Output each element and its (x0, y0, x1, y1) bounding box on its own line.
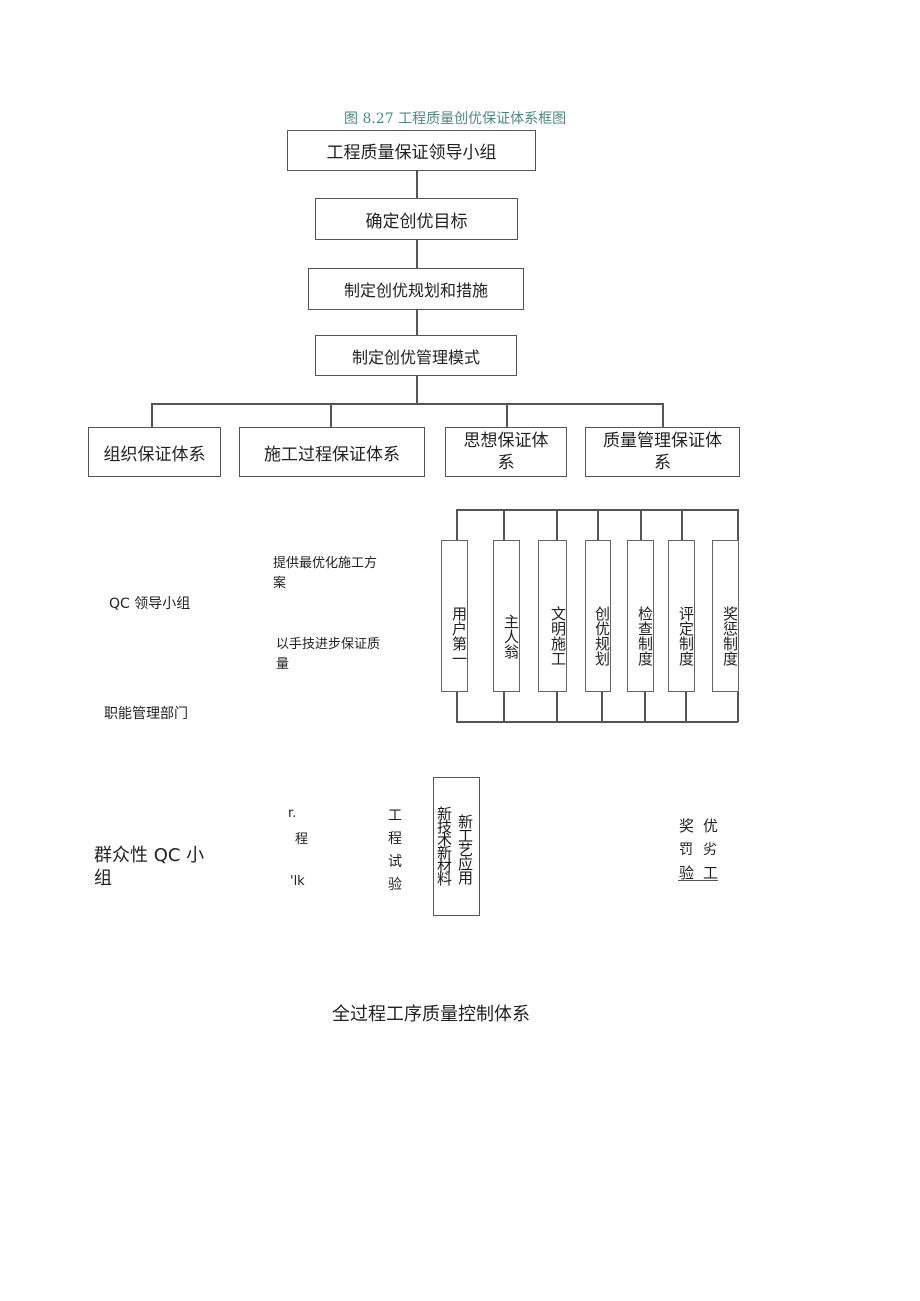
org-system-label: 组织保证体系 (103, 444, 206, 465)
new-tech-label-b: 新工艺应用 (456, 814, 474, 884)
bracket-left-bottom (456, 692, 458, 722)
vertical-item-civilized-construction: 文明施工 (538, 540, 567, 692)
branch-drop (151, 403, 153, 427)
connector (416, 310, 418, 335)
branch-drop (330, 403, 332, 427)
test-col-cheng: 程 (388, 831, 402, 847)
thought-system-label-1: 思想保证体 (463, 431, 549, 451)
vertical-item-label: 检查制度 (636, 606, 654, 666)
reward-col2-1: 劣 (703, 842, 717, 858)
vertical-item-evaluation: 评定制度 (668, 540, 695, 692)
connector (556, 692, 558, 722)
fragment-r: r. (288, 806, 297, 821)
vertical-item-inspection: 检查制度 (627, 540, 654, 692)
reward-col1-1: 罚 (679, 842, 693, 858)
construction-system-box: 施工过程保证体系 (239, 427, 425, 477)
connector (416, 376, 418, 403)
connector (503, 509, 505, 540)
fragment-lk: 'lk (290, 874, 305, 889)
branch-line (151, 403, 663, 405)
vertical-item-label: 评定制度 (677, 606, 695, 666)
new-tech-label-a: 新技术新材料 (435, 806, 453, 884)
vertical-item-ownership: 主人翁 (493, 540, 520, 692)
plan-label: 制定创优规划和措施 (343, 281, 488, 300)
mode-box: 制定创优管理模式 (315, 335, 517, 376)
vertical-item-user-first: 用户第一 (441, 540, 468, 692)
leader-group-label: 工程质量保证领导小组 (326, 143, 497, 163)
figure-caption: 图 8.27 工程质量创优保证体系框图 (344, 111, 567, 127)
vertical-item-label: 奖惩制度 (721, 606, 739, 666)
reward-col1-0: 奖 (679, 817, 695, 835)
test-col-yan: 验 (388, 877, 402, 893)
thought-system-label-2: 系 (497, 453, 515, 473)
mode-label: 制定创优管理模式 (351, 347, 480, 367)
quality-system-box: 质量管理保证体 系 (585, 427, 740, 477)
bracket-right-bottom (737, 692, 739, 722)
vertical-item-label: 文明施工 (549, 606, 567, 666)
optimize-note-line2: 案 (273, 576, 287, 591)
connector (601, 692, 603, 722)
test-col-shi: 试 (388, 854, 402, 870)
connector (681, 509, 683, 540)
plan-box: 制定创优规划和措施 (308, 268, 524, 310)
connector (416, 171, 418, 198)
bracket-right-top (737, 509, 739, 540)
vertical-item-label: 主人翁 (502, 613, 520, 659)
new-tech-box: 新工艺应用 新技术新材料 (433, 777, 480, 916)
quality-system-label-1: 质量管理保证体 (603, 431, 722, 451)
bracket-bottom (456, 721, 738, 723)
qc-leader-group: QC 领导小组 (109, 596, 191, 612)
vertical-item-label: 用户第一 (450, 606, 468, 666)
test-col-gong: 工 (388, 808, 402, 824)
reward-col1-2: 验 (679, 864, 695, 882)
reward-col2-2: 工 (703, 864, 719, 882)
construction-system-label: 施工过程保证体系 (264, 444, 400, 465)
leader-group-box: 工程质量保证领导小组 (287, 130, 536, 171)
connector (685, 692, 687, 722)
mass-qc-group-line2: 组 (94, 868, 112, 889)
mass-qc-group-line1: 群众性 QC 小 (94, 845, 205, 866)
functional-dept: 职能管理部门 (104, 706, 188, 722)
tech-note-line2: 量 (276, 657, 290, 672)
quality-system-label-2: 系 (654, 453, 671, 473)
bracket-left-top (456, 509, 458, 540)
goal-box: 确定创优目标 (315, 198, 518, 240)
branch-drop (506, 403, 508, 427)
connector (503, 692, 505, 722)
org-system-box: 组织保证体系 (88, 427, 221, 477)
connector (416, 240, 418, 268)
optimize-note-line1: 提供最优化施工方 (273, 556, 378, 571)
vertical-item-label: 创优规划 (593, 606, 611, 666)
thought-system-box: 思想保证体 系 (445, 427, 567, 477)
fragment-cheng: 程 (295, 832, 309, 847)
bottom-title: 全过程工序质量控制体系 (332, 1004, 530, 1025)
connector (644, 692, 646, 722)
goal-label: 确定创优目标 (365, 211, 468, 232)
reward-col2-0: 优 (703, 817, 719, 835)
vertical-item-excellence-plan: 创优规划 (585, 540, 611, 692)
connector (597, 509, 599, 540)
connector (640, 509, 642, 540)
vertical-item-reward-penalty: 奖惩制度 (712, 540, 739, 692)
branch-drop (662, 403, 664, 427)
connector (556, 509, 558, 540)
tech-note-line1: 以手技进步保证质 (276, 637, 381, 652)
reward-underline (678, 880, 718, 881)
